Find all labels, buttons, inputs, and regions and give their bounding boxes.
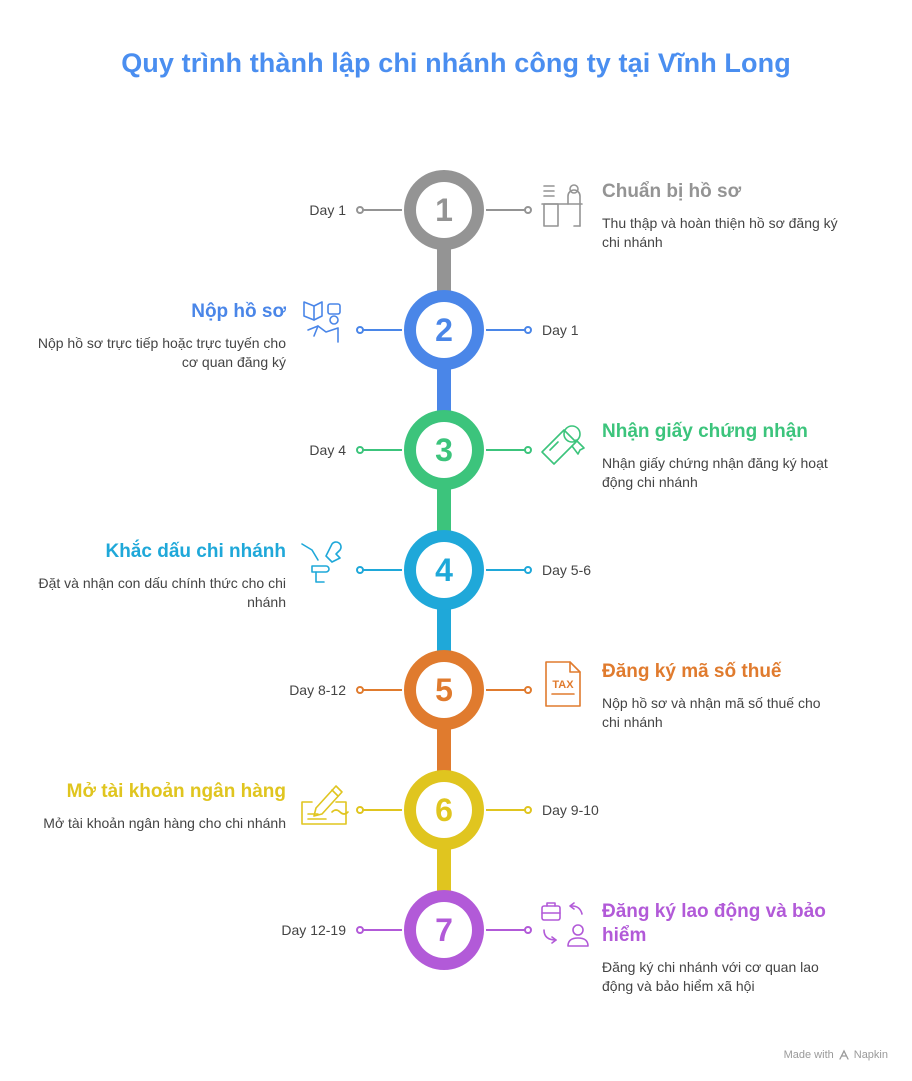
- connector-dot: [356, 446, 364, 454]
- connector-bar: [437, 728, 451, 772]
- footer-prefix: Made with: [783, 1049, 834, 1061]
- step-number: 6: [435, 792, 453, 828]
- connector-bar: [437, 608, 451, 652]
- tax-document-icon: TAX: [545, 661, 581, 707]
- desk-person-icon: [541, 184, 583, 227]
- step-number: 1: [435, 192, 453, 228]
- connector-dot: [524, 926, 532, 934]
- connector-dot: [356, 206, 364, 214]
- step-description: Nhận giấy chứng nhận đăng ký hoạt động c…: [602, 455, 828, 490]
- connector-dot: [524, 446, 532, 454]
- step-description: Thu thập và hoàn thiện hồ sơ đăng ký chi…: [602, 215, 838, 250]
- step-day-label: Day 12-19: [281, 922, 346, 938]
- step-title: Mở tài khoản ngân hàng: [66, 781, 286, 802]
- step-day-label: Day 4: [309, 442, 346, 458]
- connector-dot: [524, 566, 532, 574]
- step-day-label: Day 5-6: [542, 562, 592, 578]
- step-title: Đăng ký lao động và bảo hiểm: [602, 901, 826, 946]
- svg-text:TAX: TAX: [552, 679, 574, 691]
- certificate-icon: [541, 425, 585, 465]
- connector-bar: [437, 848, 451, 892]
- page-title: Quy trình thành lập chi nhánh công ty tạ…: [121, 48, 791, 78]
- step-title: Đăng ký mã số thuế: [602, 661, 782, 682]
- employee-insurance-icon: [541, 902, 589, 947]
- connector-dot: [356, 566, 364, 574]
- step-node-7: 7: [404, 890, 484, 970]
- bank-check-icon: [301, 785, 349, 825]
- step-description: Mở tài khoản ngân hàng cho chi nhánh: [43, 815, 286, 831]
- step-description: Nộp hồ sơ và nhận mã số thuế cho chi nhá…: [602, 695, 821, 730]
- step-title: Khắc dấu chi nhánh: [105, 541, 286, 562]
- step-day-label: Day 8-12: [289, 682, 346, 698]
- step-number: 2: [435, 312, 453, 348]
- step-node-2: 2: [404, 290, 484, 370]
- step-node-5: 5: [404, 650, 484, 730]
- step-number: 3: [435, 432, 453, 468]
- document-submit-icon: [303, 301, 341, 343]
- footer-credit: Made with Napkin: [784, 1049, 888, 1061]
- footer-brand: Napkin: [853, 1049, 888, 1061]
- step-node-4: 4: [404, 530, 484, 610]
- connector-dot: [524, 686, 532, 694]
- connector-bar: [437, 248, 451, 292]
- step-description: Đặt và nhận con dấu chính thức cho chi n…: [38, 575, 286, 610]
- step-day-label: Day 9-10: [542, 802, 599, 818]
- step-day-label: Day 1: [309, 202, 346, 218]
- connector-dot: [524, 206, 532, 214]
- step-description: Nộp hồ sơ trực tiếp hoặc trực tuyến cho …: [37, 335, 286, 370]
- stamp-icon: [301, 541, 342, 583]
- connector-bar: [437, 488, 451, 532]
- step-node-1: 1: [404, 170, 484, 250]
- napkin-logo-icon: [839, 1049, 849, 1060]
- step-node-6: 6: [404, 770, 484, 850]
- connector-dot: [524, 806, 532, 814]
- connector-dot: [356, 686, 364, 694]
- step-title: Nhận giấy chứng nhận: [602, 421, 808, 442]
- step-day-label: Day 1: [542, 322, 579, 338]
- connector-dot: [356, 326, 364, 334]
- step-title: Nộp hồ sơ: [191, 301, 286, 322]
- connector-dot: [524, 326, 532, 334]
- connector-dot: [356, 806, 364, 814]
- step-number: 7: [435, 912, 453, 948]
- connector-dot: [356, 926, 364, 934]
- step-node-3: 3: [404, 410, 484, 490]
- step-title: Chuẩn bị hồ sơ: [602, 181, 742, 202]
- connector-bar: [437, 368, 451, 412]
- step-description: Đăng ký chi nhánh với cơ quan lao động v…: [602, 959, 819, 994]
- step-number: 5: [435, 672, 453, 708]
- step-number: 4: [435, 552, 453, 588]
